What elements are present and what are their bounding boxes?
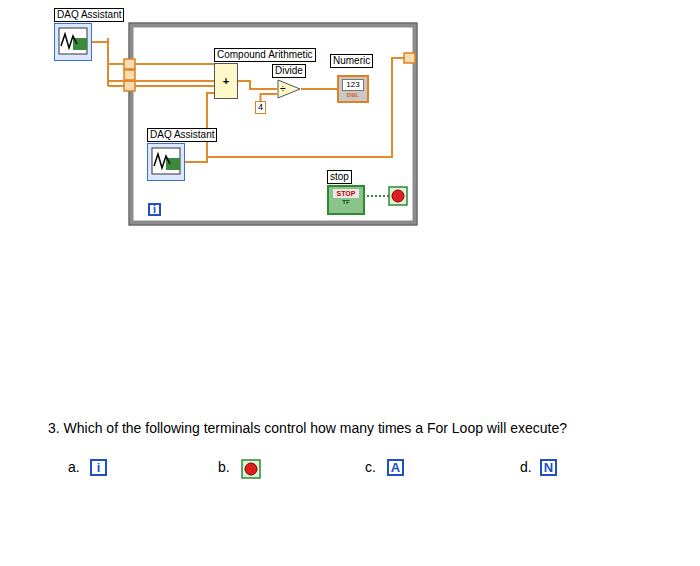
constant-value: 4: [258, 102, 263, 112]
tunnel: [124, 81, 135, 91]
node-const: 4: [255, 101, 266, 114]
stop-button: STOPTF: [327, 185, 365, 215]
divide-function: ÷: [277, 79, 301, 99]
operator-symbol: +: [223, 75, 229, 87]
option-letter: c.: [365, 459, 376, 475]
node-term: i: [148, 203, 161, 216]
wire-connector: [92, 42, 214, 81]
tunnel: [404, 53, 415, 63]
option-letter: b.: [218, 459, 230, 475]
icon-graphic: [148, 144, 184, 180]
option-letter: d.: [520, 459, 532, 475]
compound-arithmetic-body: +: [214, 63, 238, 99]
button-text: STOP: [333, 189, 359, 198]
wire: [207, 58, 404, 157]
node-term: N: [540, 459, 557, 476]
stop-symbol: [245, 463, 257, 475]
node-label: Numeric: [330, 54, 373, 68]
node-label: stop: [327, 170, 352, 184]
node-daq: DAQ Assistant: [54, 4, 124, 61]
node-label: DAQ Assistant: [147, 128, 217, 142]
node-label: Compound Arithmetic: [214, 48, 316, 62]
operator-symbol: ÷: [280, 82, 286, 96]
node-term: A: [387, 459, 404, 476]
terminal-letter: i: [153, 204, 156, 215]
option-letter: a.: [68, 459, 80, 475]
while-loop-frame: [131, 25, 415, 223]
loop-condition-terminal: [389, 187, 407, 205]
node-stop: stopSTOPTF: [327, 166, 365, 215]
node-term: i: [90, 459, 107, 476]
icon-graphic: [55, 24, 91, 60]
node-label: Divide: [272, 64, 306, 78]
terminal-letter: i: [97, 461, 101, 474]
data-type: DBL: [339, 91, 367, 99]
daq-assistant-icon: [54, 23, 92, 61]
node-label: DAQ Assistant: [54, 8, 124, 22]
terminal-icon: i: [148, 203, 161, 216]
tunnel: [124, 59, 135, 69]
terminal-icon: A: [387, 459, 404, 476]
stop-symbol: [392, 190, 404, 202]
numeric-indicator: 123DBL: [337, 75, 369, 103]
question-text: 3. Which of the following terminals cont…: [48, 420, 567, 436]
node-numeric: Numeric 123DBL: [330, 50, 373, 103]
daq-assistant-icon: [147, 143, 185, 181]
while-loop-outline: [129, 23, 417, 225]
terminal-letter: A: [391, 461, 400, 474]
boolean-wire: [367, 195, 389, 197]
data-type: TF: [329, 198, 363, 206]
wire-connector: [301, 88, 337, 90]
terminal-letter: N: [544, 461, 553, 474]
node-daq: DAQ Assistant: [147, 124, 217, 181]
terminal-icon: i: [90, 459, 107, 476]
indicator-value: 123: [342, 79, 364, 91]
wire-connector: [238, 81, 277, 89]
terminal-icon: N: [540, 459, 557, 476]
data-wires: [108, 38, 404, 157]
numeric-constant: 4: [255, 101, 266, 114]
tunnel: [124, 70, 135, 80]
wire-connector: [261, 94, 277, 101]
node-divide: Divide ÷: [272, 60, 306, 99]
loop-condition-icon: [242, 460, 260, 478]
